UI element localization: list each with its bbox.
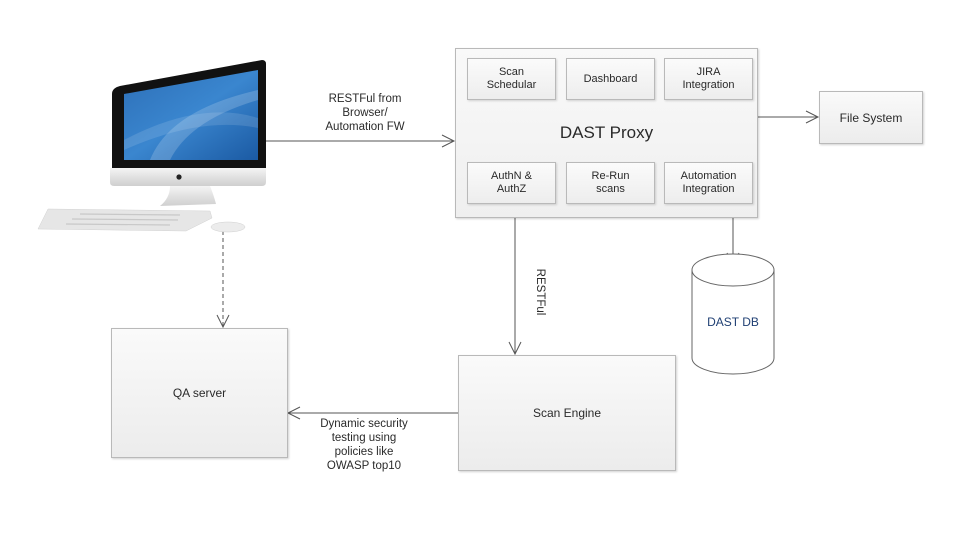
module-label: Dashboard	[583, 72, 638, 85]
file-system-node[interactable]: File System	[819, 91, 923, 144]
arrowhead-proxy-to-engine	[508, 341, 522, 356]
label-proxy-to-engine: RESTFul	[534, 268, 546, 316]
scan-engine-label: Scan Engine	[532, 406, 602, 420]
label-client-to-proxy: RESTFul from Browser/ Automation FW	[325, 93, 405, 133]
qa-server-node[interactable]: QA server	[111, 328, 288, 458]
module-automation-integration[interactable]: Automation Integration	[664, 162, 753, 204]
dast-proxy-title: DAST Proxy	[559, 123, 654, 142]
module-label: Re-Run scans	[591, 170, 630, 195]
apple-logo-icon	[176, 174, 182, 180]
dast-db-cylinder	[691, 253, 775, 375]
arrowhead-engine-to-qa	[286, 406, 301, 420]
module-authn-authz[interactable]: AuthN & AuthZ	[467, 162, 556, 204]
module-dashboard[interactable]: Dashboard	[566, 58, 655, 100]
arrowhead-client-to-proxy	[441, 134, 456, 148]
imac-computer-icon	[37, 60, 266, 233]
mouse-icon	[210, 221, 246, 233]
dast-db-label: DAST DB	[707, 315, 759, 329]
module-label: AuthN & AuthZ	[491, 170, 532, 195]
file-system-label: File System	[839, 110, 903, 125]
arrowhead-proxy-to-filesystem	[805, 110, 820, 124]
qa-server-label: QA server	[172, 386, 227, 400]
module-label: JIRA Integration	[682, 66, 735, 91]
scan-engine-node[interactable]: Scan Engine	[458, 355, 676, 471]
module-label: Automation Integration	[680, 170, 737, 195]
module-scan-schedular[interactable]: Scan Schedular	[467, 58, 556, 100]
label-engine-to-qa: Dynamic security testing using policies …	[320, 418, 408, 472]
module-label: Scan Schedular	[486, 66, 537, 91]
module-rerun-scans[interactable]: Re-Run scans	[566, 162, 655, 204]
module-jira-integration[interactable]: JIRA Integration	[664, 58, 753, 100]
arrowhead-client-to-qa	[216, 314, 230, 329]
